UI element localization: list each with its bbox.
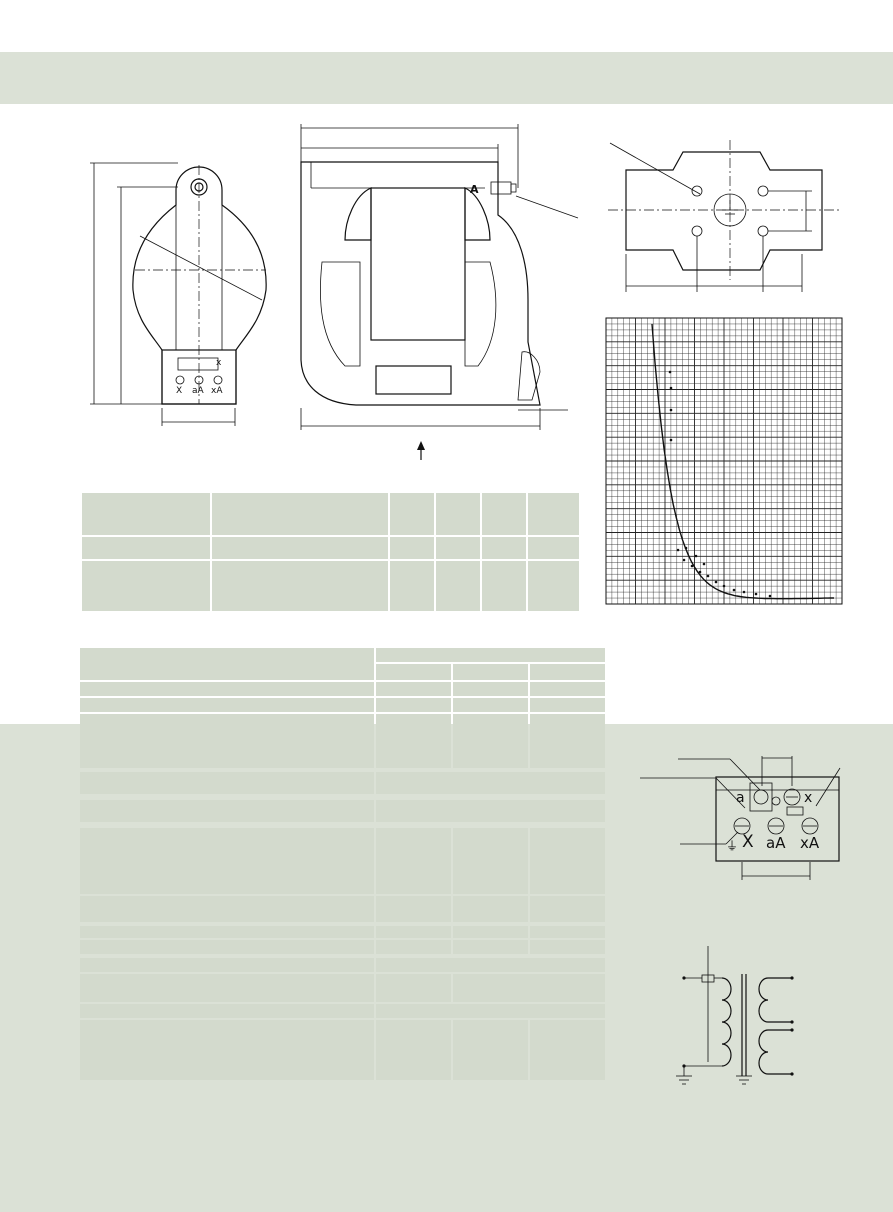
- terminal-X-label: X: [742, 832, 754, 852]
- measurement-dot: [669, 386, 673, 390]
- measurement-dot: [669, 438, 673, 442]
- measurement-dot: [698, 570, 702, 574]
- table-cell: [80, 682, 374, 696]
- table2-subheader-2: [453, 664, 528, 680]
- table-cell: [80, 896, 374, 922]
- side-view-terminal-X-label: X: [176, 386, 183, 396]
- table-cell: [453, 682, 528, 696]
- table-cell: [376, 800, 605, 822]
- terminal-aA-label: aA: [766, 834, 786, 852]
- table-cell: [376, 772, 605, 794]
- table-cell: [80, 714, 374, 768]
- terminal-xA-label: xA: [800, 834, 820, 852]
- header-band: [0, 52, 893, 104]
- table2-header-right: [376, 648, 605, 662]
- table-cell: [376, 896, 451, 922]
- measurement-dot: [694, 554, 698, 558]
- table2-header-left: [80, 648, 374, 680]
- table-cell: [80, 1064, 374, 1080]
- measurement-dot: [669, 408, 673, 412]
- measurement-dot: [676, 548, 680, 552]
- table2-subheader-3: [530, 664, 605, 680]
- table-cell: [80, 940, 374, 954]
- table-cell: [453, 828, 528, 894]
- table-cell: [376, 682, 451, 696]
- side-view-terminal-xA-label: xA: [211, 386, 223, 396]
- table-cell: [80, 926, 374, 938]
- table-cell: [376, 974, 451, 1002]
- table-cell: [80, 828, 374, 894]
- ground-icon: ⏚: [726, 839, 739, 853]
- measurement-dot: [702, 562, 706, 566]
- measurement-dot: [754, 592, 758, 596]
- table-cell: [453, 896, 528, 922]
- table-cell: [80, 698, 374, 712]
- table-cell: [530, 896, 605, 922]
- table-cell: [530, 940, 605, 954]
- table-cell: [530, 1020, 605, 1066]
- table-cell: [530, 1064, 605, 1080]
- table-cell: [453, 714, 528, 768]
- terminal-a-label: a: [736, 790, 745, 806]
- table-cell: [453, 940, 528, 954]
- table-cell: [80, 1020, 374, 1066]
- table-cell: [530, 828, 605, 894]
- measurement-dot: [690, 564, 694, 568]
- table-cell: [453, 698, 528, 712]
- table-cell: [376, 698, 451, 712]
- table-cell: [530, 698, 605, 712]
- terminal-x-label: x: [804, 790, 813, 806]
- table-cell: [376, 714, 451, 768]
- table-cell: [376, 940, 451, 954]
- measurement-dot: [768, 594, 772, 598]
- table-row: [82, 537, 579, 559]
- table-cell: [453, 1064, 528, 1080]
- table-cell: [80, 772, 374, 794]
- table-cell: [530, 682, 605, 696]
- measurement-dot: [706, 574, 710, 578]
- bushing-label-a: A: [470, 183, 479, 196]
- characteristic-curve: [651, 323, 834, 600]
- table-cell: [80, 974, 374, 1002]
- measurement-dot: [742, 590, 746, 594]
- table2-subheader-1: [376, 664, 451, 680]
- side-view-terminal-x-label: x: [216, 358, 222, 368]
- table-cell: [376, 1020, 451, 1066]
- table-cell: [80, 958, 374, 972]
- table-cell: [453, 1020, 528, 1066]
- table-row: [82, 561, 579, 611]
- table-cell: [376, 1004, 605, 1018]
- measurement-dot: [682, 558, 686, 562]
- table-cell: [80, 1004, 374, 1018]
- table-row: [82, 493, 579, 535]
- table-cell: [530, 926, 605, 938]
- table-cell: [376, 828, 451, 894]
- measurement-dot: [684, 546, 688, 550]
- measurement-dot: [668, 370, 672, 374]
- measurement-dot: [722, 584, 726, 588]
- table-cell: [530, 714, 605, 768]
- table-cell: [453, 974, 605, 1002]
- table-cell: [376, 1064, 451, 1080]
- table-cell: [376, 926, 451, 938]
- side-view-terminal-aA-label: aA: [192, 386, 204, 396]
- table-cell: [376, 958, 605, 972]
- measurement-dot: [732, 588, 736, 592]
- table-cell: [80, 800, 374, 822]
- table-cell: [453, 926, 528, 938]
- measurement-dot: [714, 580, 718, 584]
- data-table-1: [80, 491, 581, 613]
